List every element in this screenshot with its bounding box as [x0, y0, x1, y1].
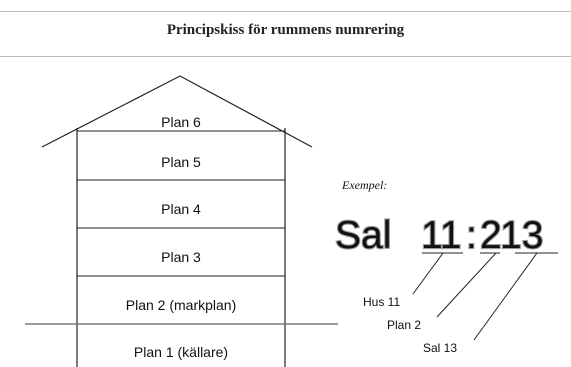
room-prefix: Sal [335, 214, 391, 257]
floor-label: Plan 2 (markplan) [126, 297, 237, 313]
example-heading: Exempel: [341, 178, 387, 192]
floor-label: Plan 3 [161, 249, 201, 265]
floor-label: Plan 4 [161, 201, 201, 217]
room-label: Sal 13 [423, 341, 457, 355]
example: Exempel: Sal 11 : 2 13 Hus 11 Plan 2 Sal… [334, 178, 558, 355]
building-label: Hus 11 [363, 295, 400, 309]
roof [41, 75, 313, 148]
floor-labels: Plan 6 Plan 5 Plan 4 Plan 3 Plan 2 (mark… [126, 114, 237, 360]
number-separator: : [466, 214, 477, 257]
room-number: 13 [500, 214, 543, 257]
building [25, 75, 338, 367]
room-leader-line [473, 252, 538, 341]
title-rule [0, 56, 571, 57]
page-title: Principskiss för rummens numrering [166, 22, 405, 38]
floor-label: Plan 1 (källare) [134, 344, 228, 360]
building-leader-line [412, 252, 444, 295]
building-number: 11 [421, 214, 462, 257]
floor-example-label: Plan 2 [387, 318, 421, 332]
floor-digit: 2 [480, 214, 502, 257]
example-room-code: Sal 11 : 2 13 [334, 213, 545, 258]
top-rule [0, 11, 571, 12]
floor-label: Plan 5 [161, 154, 201, 170]
floor-label: Plan 6 [161, 114, 201, 130]
floor-leader-line [436, 252, 497, 318]
